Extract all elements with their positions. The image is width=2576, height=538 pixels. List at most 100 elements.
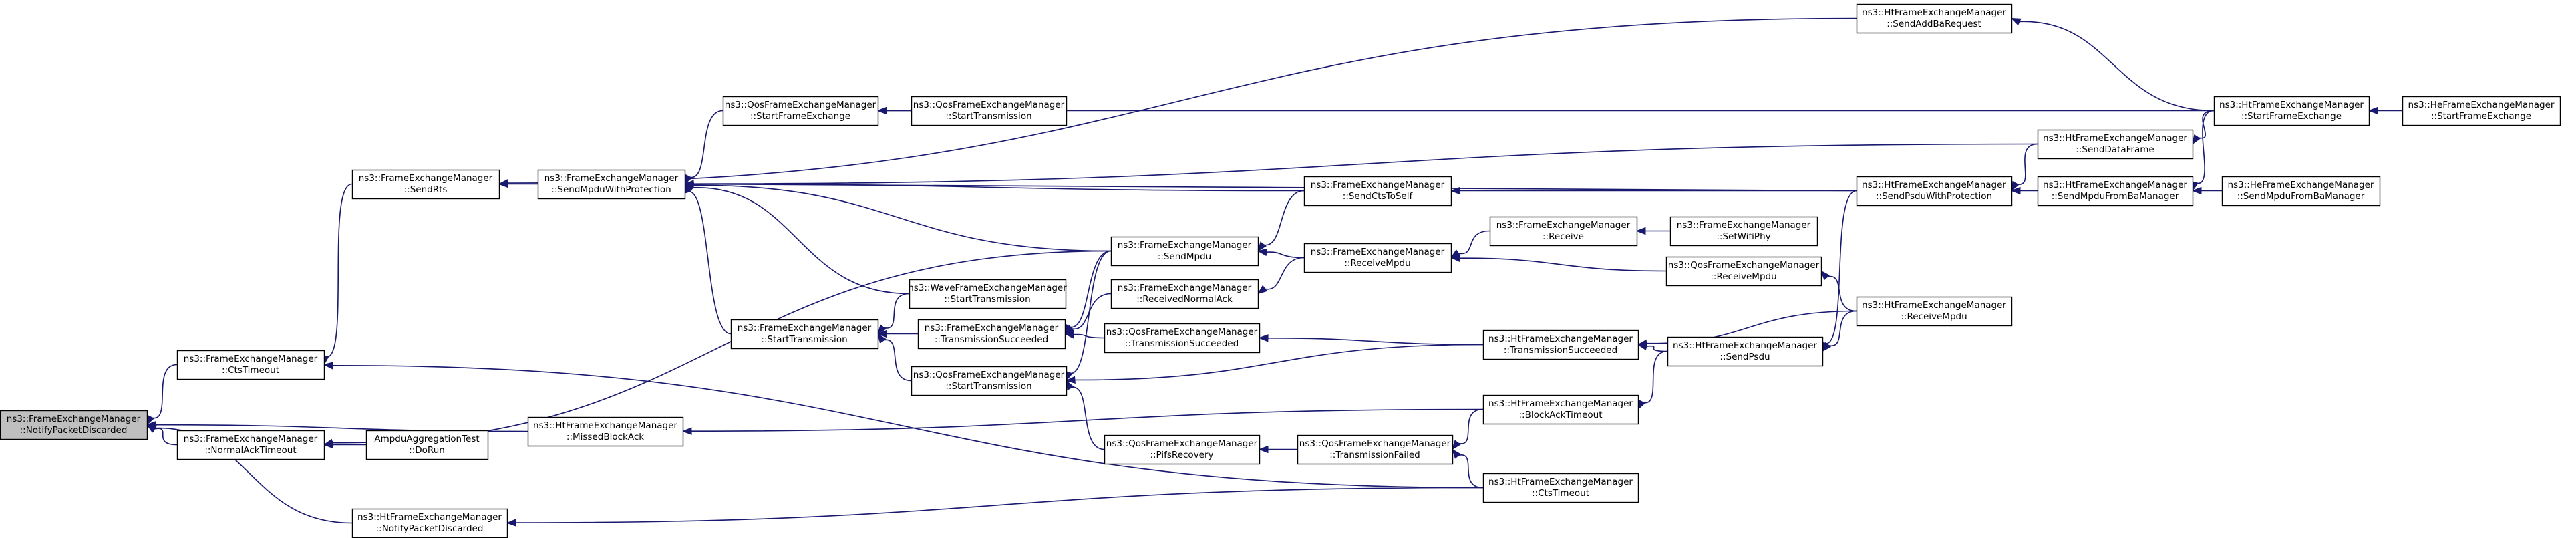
- node-fem-send-mpdu-prot[interactable]: ns3::FrameExchangeManager::SendMpduWithP…: [537, 169, 686, 200]
- call-edge: [1824, 190, 1857, 344]
- node-qos-tx-failed[interactable]: ns3::QosFrameExchangeManager::Transmissi…: [1297, 434, 1454, 465]
- node-fem-recv-normalack[interactable]: ns3::FrameExchangeManager::ReceivedNorma…: [1110, 279, 1259, 309]
- node-class-label: ns3::HtFrameExchangeManager: [1862, 7, 2006, 18]
- arrow-head: [1820, 270, 1830, 281]
- node-box: [537, 169, 686, 200]
- node-qos-start-tx-top[interactable]: ns3::QosFrameExchangeManager::StartTrans…: [911, 96, 1068, 126]
- arrow-head: [498, 179, 509, 187]
- node-box: [1110, 236, 1259, 267]
- node-ampdu-dorun[interactable]: AmpduAggregationTest::DoRun: [365, 430, 489, 460]
- call-edge: [2015, 143, 2038, 185]
- node-ht-send-psdu-prot[interactable]: ns3::HtFrameExchangeManager::SendPsduWit…: [1856, 176, 2013, 207]
- node-method-label: ::NotifyPacketDiscarded: [20, 425, 128, 436]
- node-class-label: ns3::FrameExchangeManager: [1496, 220, 1631, 231]
- arrow-head: [1257, 248, 1268, 257]
- node-class-label: AmpduAggregationTest: [374, 434, 479, 444]
- node-class-label: ns3::HtFrameExchangeManager: [2043, 133, 2187, 144]
- call-edge: [1265, 251, 1305, 259]
- node-fem-cts-timeout[interactable]: ns3::FrameExchangeManager::CtsTimeout: [176, 350, 325, 380]
- node-box: [1110, 279, 1259, 309]
- node-box: [1482, 394, 1639, 425]
- node-ht-blockack-timeout[interactable]: ns3::HtFrameExchangeManager::BlockAckTim…: [1482, 394, 1639, 425]
- node-fem-send-cts-self[interactable]: ns3::FrameExchangeManager::SendCtsToSelf: [1303, 176, 1452, 207]
- node-he-send-mpdu-from-ba[interactable]: ns3::HeFrameExchangeManager::SendMpduFro…: [2221, 176, 2381, 207]
- arrow-head: [1637, 339, 1648, 348]
- node-wave-start-tx[interactable]: ns3::WaveFrameExchangeManager::StartTran…: [908, 279, 1067, 309]
- node-ht-tx-succeeded[interactable]: ns3::HtFrameExchangeManager::Transmissio…: [1482, 329, 1639, 360]
- node-fem-tx-succeeded[interactable]: ns3::FrameExchangeManager::TransmissionS…: [917, 319, 1066, 350]
- node-method-label: ::SetWifiPhy: [1716, 231, 1770, 242]
- arrow-head: [1637, 399, 1646, 410]
- node-method-label: ::SendPsdu: [1720, 352, 1770, 362]
- node-qos-start-fe[interactable]: ns3::QosFrameExchangeManager::StartFrame…: [722, 96, 879, 126]
- node-fem-start-tx[interactable]: ns3::FrameExchangeManager::StartTransmis…: [730, 319, 879, 350]
- node-class-label: ns3::QosFrameExchangeManager: [913, 370, 1065, 380]
- call-edge: [692, 184, 1112, 252]
- node-ht-receive-mpdu[interactable]: ns3::HtFrameExchangeManager::ReceiveMpdu: [1856, 296, 2013, 327]
- arrow-head: [146, 421, 156, 429]
- node-fem-set-wifiphy[interactable]: ns3::FrameExchangeManager::SetWifiPhy: [1669, 216, 1818, 247]
- node-ht-start-fe[interactable]: ns3::HtFrameExchangeManager::StartFrameE…: [2213, 96, 2370, 126]
- node-class-label: ns3::QosFrameExchangeManager: [725, 100, 876, 110]
- node-ht-send-dataframe[interactable]: ns3::HtFrameExchangeManager::SendDataFra…: [2037, 129, 2194, 160]
- node-class-label: ns3::FrameExchangeManager: [925, 323, 1059, 333]
- call-edge: [331, 364, 1484, 489]
- node-class-label: ns3::HtFrameExchangeManager: [1488, 477, 1633, 487]
- arrow-head: [1450, 254, 1460, 263]
- node-class-label: ns3::FrameExchangeManager: [544, 173, 679, 184]
- call-edge: [325, 183, 353, 358]
- call-edge: [687, 191, 732, 335]
- node-box: [176, 350, 325, 380]
- node-method-label: ::SendMpduFromBaManager: [2237, 191, 2365, 202]
- call-edge: [1457, 408, 1484, 444]
- node-box: [1856, 3, 2013, 34]
- call-edge: [2194, 110, 2215, 184]
- node-layer: ns3::FrameExchangeManager::NotifyPacketD…: [0, 3, 2561, 538]
- node-method-label: ::TransmissionSucceeded: [1504, 345, 1617, 356]
- node-qos-receive-mpdu[interactable]: ns3::QosFrameExchangeManager::ReceiveMpd…: [1665, 256, 1822, 287]
- arrow-head: [2368, 106, 2378, 115]
- node-method-label: ::SendAddBaRequest: [1887, 19, 1981, 29]
- call-edge: [1457, 230, 1490, 255]
- node-ht-missed-blockack[interactable]: ns3::HtFrameExchangeManager::MissedBlock…: [527, 416, 684, 447]
- node-root[interactable]: ns3::FrameExchangeManager::NotifyPacketD…: [0, 410, 148, 440]
- node-method-label: ::ReceivedNormalAck: [1136, 294, 1233, 305]
- node-box: [909, 279, 1067, 309]
- node-ht-send-addba[interactable]: ns3::HtFrameExchangeManager::SendAddBaRe…: [1856, 3, 2013, 34]
- node-ht-notify-discarded[interactable]: ns3::HtFrameExchangeManager::NotifyPacke…: [351, 508, 508, 538]
- call-edge: [153, 428, 178, 446]
- arrow-head: [1065, 376, 1076, 384]
- node-box: [351, 508, 508, 538]
- node-box: [176, 430, 325, 460]
- arrow-head: [877, 324, 887, 335]
- node-class-label: ns3::FrameExchangeManager: [1311, 247, 1445, 257]
- node-class-label: ns3::HeFrameExchangeManager: [2228, 180, 2374, 190]
- node-box: [1856, 296, 2013, 327]
- node-ht-send-mpdu-from-ba[interactable]: ns3::HtFrameExchangeManager::SendMpduFro…: [2037, 176, 2194, 207]
- node-fem-receive-mpdu[interactable]: ns3::FrameExchangeManager::ReceiveMpdu: [1303, 243, 1452, 273]
- node-fem-normalack-timeout[interactable]: ns3::FrameExchangeManager::NormalAckTime…: [176, 430, 325, 460]
- node-qos-tx-succeeded[interactable]: ns3::QosFrameExchangeManager::Transmissi…: [1104, 323, 1261, 354]
- arrow-head: [2010, 186, 2021, 195]
- node-fem-receive[interactable]: ns3::FrameExchangeManager::Receive: [1489, 216, 1638, 247]
- arrow-head: [1635, 227, 1646, 235]
- node-qos-start-tx[interactable]: ns3::QosFrameExchangeManager::StartTrans…: [911, 366, 1068, 396]
- node-box: [722, 96, 879, 126]
- node-ht-cts-timeout[interactable]: ns3::HtFrameExchangeManager::CtsTimeout: [1482, 473, 1639, 503]
- node-fem-send-rts[interactable]: ns3::FrameExchangeManager::SendRts: [351, 169, 500, 200]
- arrow-head: [1450, 186, 1460, 195]
- call-edge: [1068, 250, 1112, 328]
- node-fem-send-mpdu[interactable]: ns3::FrameExchangeManager::SendMpdu: [1110, 236, 1259, 267]
- node-class-label: ns3::QosFrameExchangeManager: [1668, 260, 1820, 271]
- node-qos-pifs-recovery[interactable]: ns3::QosFrameExchangeManager::PifsRecove…: [1104, 434, 1261, 465]
- node-class-label: ns3::FrameExchangeManager: [359, 173, 493, 184]
- node-class-label: ns3::FrameExchangeManager: [1118, 283, 1252, 293]
- node-he-start-fe[interactable]: ns3::HeFrameExchangeManager::StartFrameE…: [2402, 96, 2561, 126]
- call-edge: [882, 339, 912, 382]
- arrow-head: [877, 333, 887, 344]
- node-class-label: ns3::HtFrameExchangeManager: [1488, 333, 1633, 344]
- node-ht-send-psdu[interactable]: ns3::HtFrameExchangeManager::SendPsdu: [1667, 336, 1824, 367]
- node-method-label: ::SendCtsToSelf: [1343, 191, 1414, 202]
- node-method-label: ::DoRun: [409, 445, 445, 456]
